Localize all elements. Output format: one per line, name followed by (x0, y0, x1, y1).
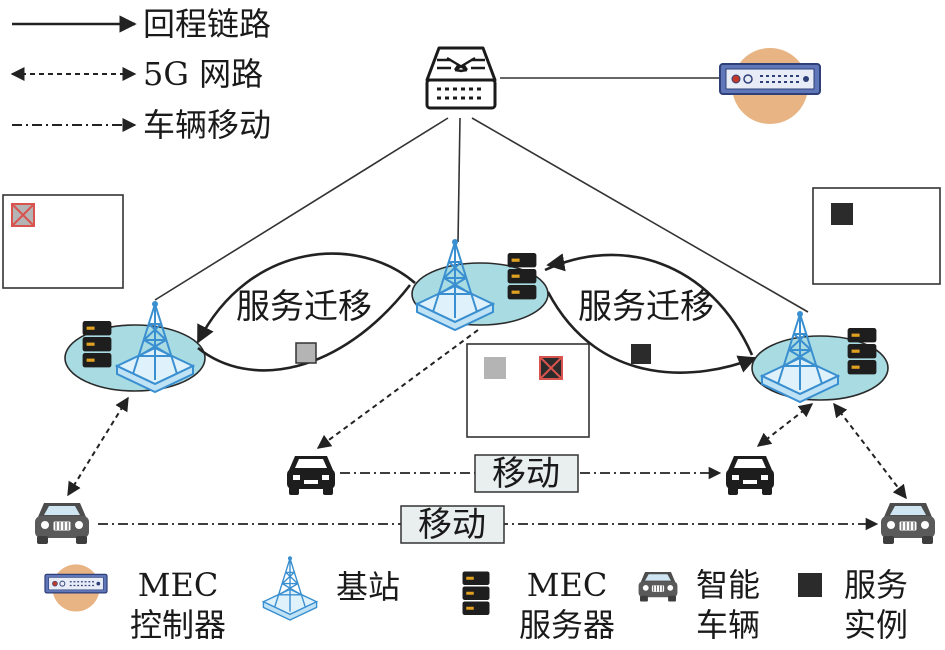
vehicle-icon (880, 502, 936, 545)
move-label-upper: 移动 (492, 454, 560, 494)
legend-vehicle-move-label: 车辆移动 (143, 106, 271, 144)
move-box-lower (400, 505, 505, 544)
panel-left (2, 194, 124, 289)
migration-label-left: 服务迁移 (236, 287, 372, 327)
panel-right (812, 187, 941, 285)
base-station-left (64, 300, 206, 393)
legend-mec-server-line1: MEC (527, 566, 608, 604)
move-box-upper (474, 454, 579, 493)
service-instance-icon (484, 357, 506, 379)
legend-top: 回程链路 5G 网路 车辆移动 (10, 5, 271, 144)
migration-label-right: 服务迁移 (578, 287, 714, 327)
service-instance-icon (831, 203, 853, 225)
mec-controller-icon (44, 563, 108, 613)
migration-arcs (196, 252, 757, 374)
mec-controller-icon (719, 47, 821, 125)
mec-server-icon (462, 571, 490, 615)
service-instance-icon (295, 342, 317, 364)
base-station-icon (262, 555, 318, 621)
vehicle-icon (34, 502, 90, 545)
legend-mec-controller-line1: MEC (138, 566, 219, 604)
vehicle-icon (287, 456, 335, 495)
move-label-lower: 移动 (418, 505, 486, 545)
5g-links (67, 329, 907, 500)
legend-mec-controller-line2: 控制器 (130, 606, 226, 644)
legend-base-station-label: 基站 (336, 568, 400, 606)
backhaul-links (154, 77, 809, 313)
service-instance-icon (631, 344, 651, 364)
switch-icon (425, 46, 497, 110)
legend-smart-vehicle-line2: 车辆 (696, 606, 760, 644)
service-instance-icon (798, 573, 822, 597)
legend-service-instance-line1: 服务 (844, 566, 908, 604)
legend-mec-server-line2: 服务器 (519, 606, 615, 644)
legend-smart-vehicle-line1: 智能 (696, 566, 760, 604)
panel-center (466, 343, 590, 438)
vehicle-icon (726, 456, 774, 495)
vehicle-icon (638, 571, 678, 602)
legend-bottom: MEC 控制器 基站 MEC 服务器 智能 车辆 服务 实例 (44, 555, 908, 644)
base-station-right (751, 310, 889, 403)
legend-service-instance-line2: 实例 (844, 606, 908, 644)
base-station-center (411, 238, 549, 331)
legend-backhaul-label: 回程链路 (143, 5, 271, 43)
legend-5g-label: 5G 网路 (143, 55, 263, 93)
